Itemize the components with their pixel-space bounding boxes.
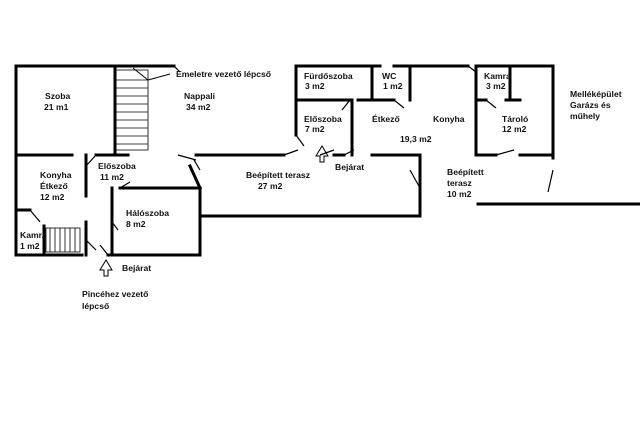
- room-terasz-right-line1: Beépített: [447, 167, 484, 177]
- cellar-stairs: [45, 227, 81, 253]
- room-konyha-right-area: 19,3 m2: [400, 134, 432, 144]
- interior-walls: [14, 64, 555, 257]
- room-eloszoba-left-area: 11 m2: [100, 172, 124, 182]
- room-wc-name: WC: [382, 71, 396, 81]
- room-wc-area: 1 m2: [383, 81, 403, 91]
- room-szoba-area: 21 m1: [44, 102, 69, 112]
- cellar-stairs-line2: lépcső: [82, 301, 109, 311]
- room-tarolo-area: 12 m2: [502, 124, 527, 134]
- room-nappali-name: Nappali: [184, 91, 215, 101]
- room-terasz-mid-name: Beépített terasz: [246, 170, 310, 180]
- room-furdo-area: 3 m2: [305, 81, 325, 91]
- room-terasz-right-line2: terasz: [447, 178, 472, 188]
- room-kamra-left-area: 1 m2: [20, 241, 40, 251]
- doors: [29, 65, 554, 256]
- room-nappali-area: 34 m2: [186, 102, 211, 112]
- cellar-stairs-line1: Pincéhez vezető: [82, 289, 148, 299]
- room-kamra-area: 3 m2: [486, 81, 506, 91]
- room-furdo-name: Fürdőszoba: [304, 71, 353, 81]
- entrance-arrow-main: [315, 145, 329, 163]
- outer-walls: [14, 64, 640, 257]
- room-etkezo-name: Étkező: [372, 114, 400, 124]
- room-kamra-name: Kamra: [484, 71, 511, 81]
- room-haloszoba-name: Hálószoba: [126, 208, 169, 218]
- room-konyha-left-line1: Konyha: [40, 170, 72, 180]
- room-eloszoba-right-name: Előszoba: [304, 114, 342, 124]
- room-haloszoba-area: 8 m2: [126, 219, 146, 229]
- room-mellek-line2: Garázs és: [570, 100, 611, 110]
- room-kamra-left-name: Kamr.: [20, 230, 44, 240]
- room-tarolo-name: Tároló: [502, 114, 528, 124]
- room-eloszoba-left-name: Előszoba: [98, 161, 136, 171]
- upper-stairs: [115, 67, 171, 151]
- room-mellek-line3: műhely: [570, 111, 600, 121]
- room-mellek-line1: Melléképület: [570, 89, 622, 99]
- room-terasz-mid-area: 27 m2: [258, 181, 283, 191]
- entrance-arrow-side: [99, 259, 113, 277]
- room-konyha-left-line2: Étkező: [40, 181, 68, 191]
- room-eloszoba-right-area: 7 m2: [305, 124, 325, 134]
- entrance-side-label: Bejárat: [122, 263, 151, 273]
- entrance-main-label: Bejárat: [335, 162, 364, 172]
- room-konyha-left-area: 12 m2: [40, 192, 65, 202]
- room-szoba-name: Szoba: [45, 91, 71, 101]
- room-terasz-right-area: 10 m2: [447, 189, 472, 199]
- room-konyha-right-name: Konyha: [433, 114, 465, 124]
- room-stairs-label: Emeletre vezető lépcső: [176, 69, 271, 79]
